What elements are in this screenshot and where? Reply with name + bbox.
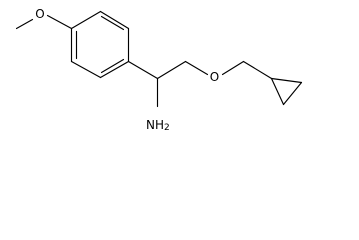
bond-ring-5 xyxy=(70,60,102,79)
bond-ring-4 xyxy=(99,60,130,79)
ether-oxygen-label: O xyxy=(210,70,219,84)
bond-ring-2 xyxy=(99,10,130,30)
bond-ch2-ether-o xyxy=(184,60,209,76)
bond-aryl-ch xyxy=(127,60,159,80)
bond-methoxy-o-aryl xyxy=(46,14,73,30)
bond-cyclopropyl-1 xyxy=(270,77,285,106)
bond-ring-1 xyxy=(70,10,102,30)
bond-methyl-methoxy-o xyxy=(15,18,34,30)
amine-label: NH2 xyxy=(146,118,170,133)
molecule-structure: O O NH2 xyxy=(15,7,303,133)
bond-cyclopropyl-3 xyxy=(270,77,303,84)
amine-label-main: NH xyxy=(146,118,164,132)
bond-cyclopropyl-2 xyxy=(282,81,303,106)
bond-ether-o-ch2 xyxy=(221,60,245,76)
bond-ch-ch2 xyxy=(156,60,187,80)
amine-label-subscript: 2 xyxy=(164,123,170,133)
methoxy-oxygen-label: O xyxy=(35,7,44,21)
bond-ring-double-1 xyxy=(100,15,125,31)
bond-ring-double-2 xyxy=(100,58,125,74)
bond-ch2-cyclopropyl xyxy=(242,60,273,80)
